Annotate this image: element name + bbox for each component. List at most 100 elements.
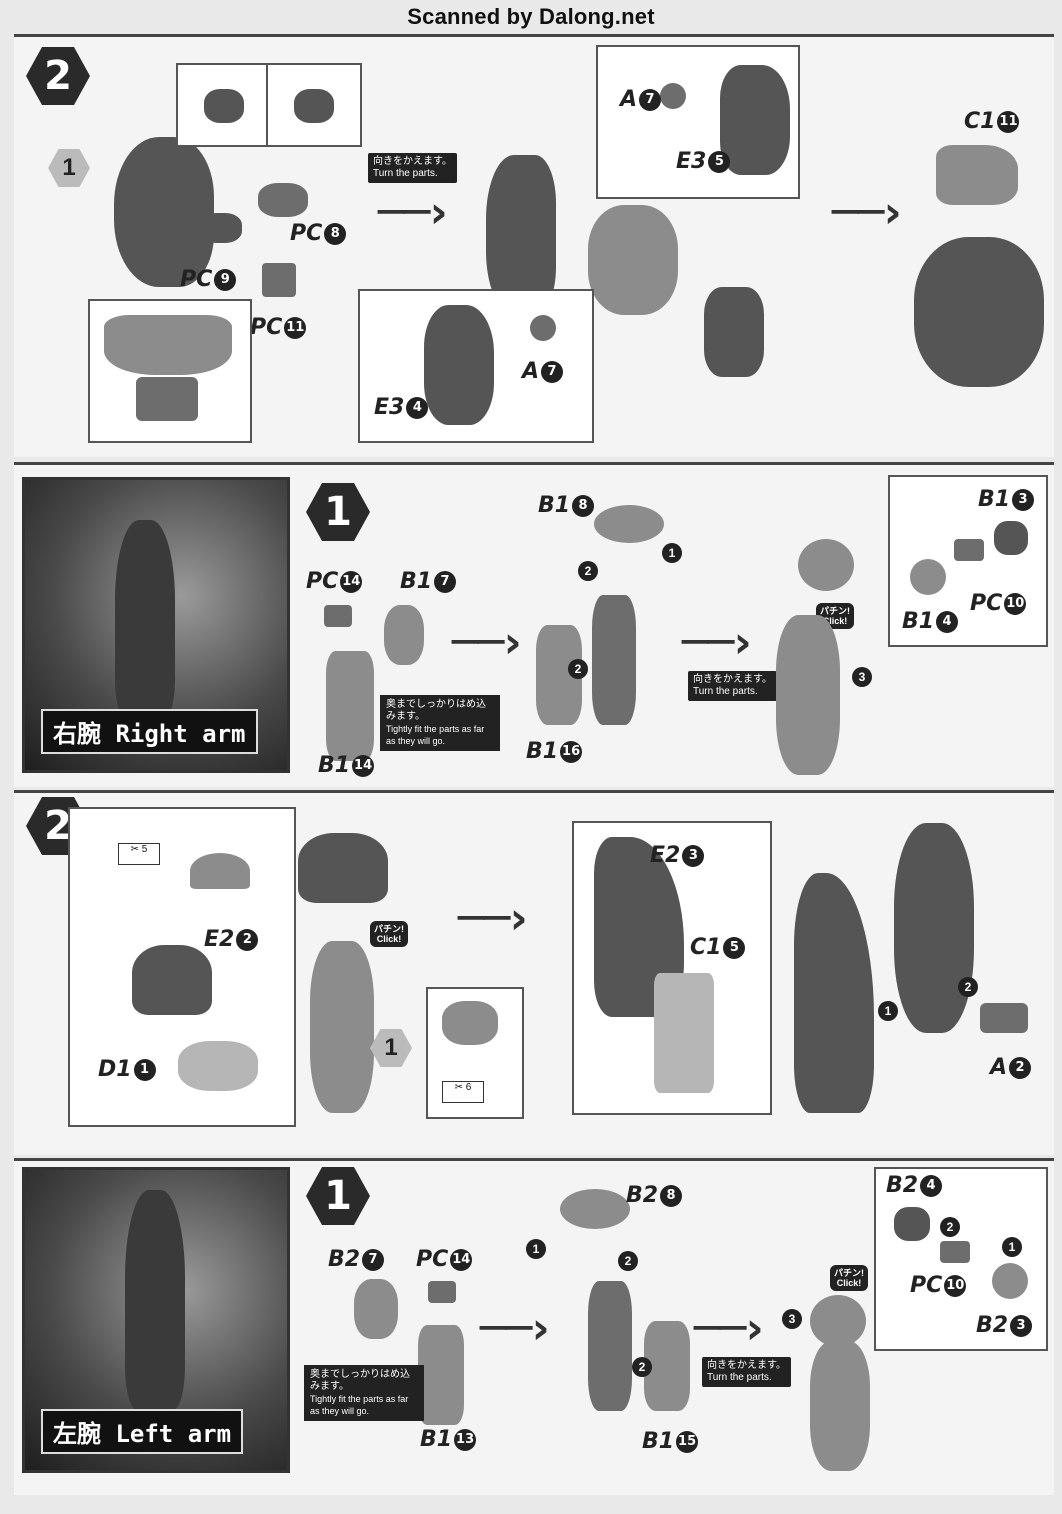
flow-arrow: ─ ─ ›: [682, 617, 752, 668]
order-marker: 1: [662, 543, 682, 563]
flow-arrow: ─ ─ ›: [480, 1303, 550, 1354]
assembled-right-arm: [894, 823, 974, 1033]
arm-with-hand: [310, 941, 374, 1113]
b113-part: [418, 1325, 464, 1425]
a2-part: [980, 1003, 1028, 1033]
step-number-badge: 2: [26, 47, 90, 105]
flow-arrow: ─ ─ ›: [378, 187, 448, 238]
head-bottom-view-box: [88, 299, 252, 443]
head-assembly-core: [588, 205, 678, 315]
right-arm-photo: 右腕 Right arm: [22, 477, 290, 773]
step-number-badge: 1: [306, 1167, 370, 1225]
photo-label: 右腕 Right arm: [41, 709, 258, 754]
order-marker: 2: [940, 1217, 960, 1237]
left-arm-photo: 左腕 Left arm: [22, 1167, 290, 1473]
assembled-head: [914, 237, 1044, 387]
sub-step-badge: 1: [48, 149, 90, 187]
pc-part-9: [200, 213, 242, 243]
turn-parts-note: 向きをかえます。Turn the parts.: [688, 671, 777, 701]
left-arm-assembled: [810, 1341, 870, 1471]
left-arm-upper-ball: [810, 1295, 866, 1347]
order-marker: 3: [852, 667, 872, 687]
b28-part: [560, 1189, 630, 1229]
detail-box-b13-b14-pc10: [888, 475, 1048, 647]
click-badge: パチン!Click!: [370, 921, 408, 947]
pc-detail-box-right: [266, 63, 362, 147]
head-assembly-left-half: [486, 155, 556, 315]
pc-part-11: [262, 263, 296, 297]
detail-box-e22-d11: ✂ 5: [68, 807, 296, 1127]
fit-tightly-note: 奥までしっかりはめ込みます。Tightly fit the parts as f…: [380, 695, 500, 751]
order-marker: 1: [1002, 1237, 1022, 1257]
detail-box-a7-e35: [596, 45, 800, 199]
pc14-part: [324, 605, 352, 627]
order-marker: 2: [632, 1357, 652, 1377]
watermark: Scanned by Dalong.net: [407, 4, 655, 29]
turn-parts-note: 向きをかえます。Turn the parts.: [702, 1357, 791, 1387]
b17-part: [384, 605, 424, 665]
pc-detail-box-left: [176, 63, 272, 147]
order-marker: 2: [568, 659, 588, 679]
cut-tool-icon-box: ✂ 5: [118, 843, 160, 865]
click-badge: パチン!Click!: [830, 1265, 868, 1291]
flow-arrow: ─ ─ ›: [832, 187, 902, 238]
photo-label: 左腕 Left arm: [41, 1409, 244, 1454]
order-marker: 1: [878, 1001, 898, 1021]
b18-part: [594, 505, 664, 543]
order-marker: 2: [958, 977, 978, 997]
arm-upper-ball: [798, 539, 854, 591]
sub-step-badge: 1: [370, 1029, 412, 1067]
arm-assembled: [776, 615, 840, 775]
pc-part-8: [258, 183, 308, 217]
order-marker: 1: [526, 1239, 546, 1259]
flow-arrow: ─ ─ ›: [452, 617, 522, 668]
step-number-badge: 1: [306, 483, 370, 541]
detail-box-joint: ✂ 6: [426, 987, 524, 1119]
order-marker: 3: [782, 1309, 802, 1329]
pc14-part: [428, 1281, 456, 1303]
b27-part: [354, 1279, 398, 1339]
flow-arrow: ─ ─ ›: [694, 1303, 764, 1354]
head-shell-part: [114, 137, 214, 287]
order-marker: 2: [578, 561, 598, 581]
detail-box-e23-c15: [572, 821, 772, 1115]
b114-part: [326, 651, 374, 761]
head-assembly-right-half: [704, 287, 764, 377]
order-marker: 2: [618, 1251, 638, 1271]
left-arm-assembly: [588, 1281, 632, 1411]
arm-blade-assembly: [794, 873, 874, 1113]
c1-cap-part: [936, 145, 1018, 205]
cut-tool-icon-box: ✂ 6: [442, 1081, 484, 1103]
